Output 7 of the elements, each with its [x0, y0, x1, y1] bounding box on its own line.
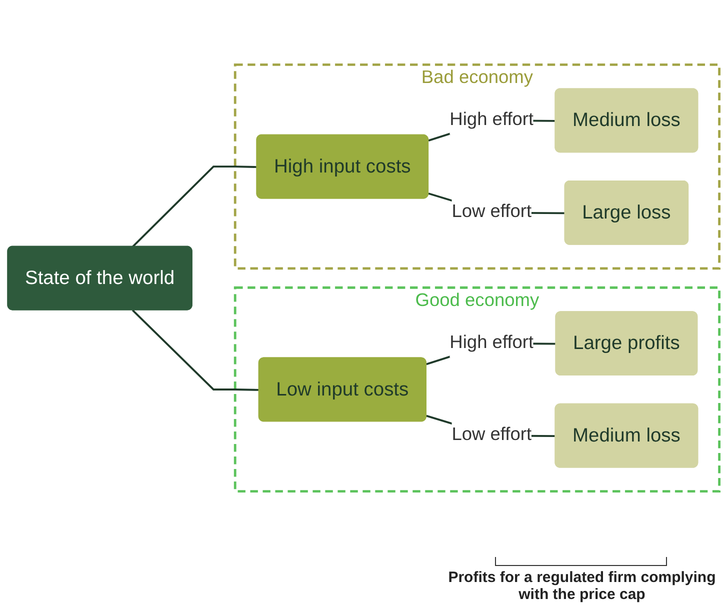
edge-label: High effort	[450, 110, 534, 130]
connector	[132, 166, 258, 248]
edge-label: High effort	[450, 333, 534, 354]
connector	[132, 310, 260, 392]
note-text: Profits for a regulated firm complying with the price cap	[447, 569, 717, 603]
edge-label: Low effort	[452, 425, 532, 446]
edge-label: Low effort	[452, 202, 532, 223]
